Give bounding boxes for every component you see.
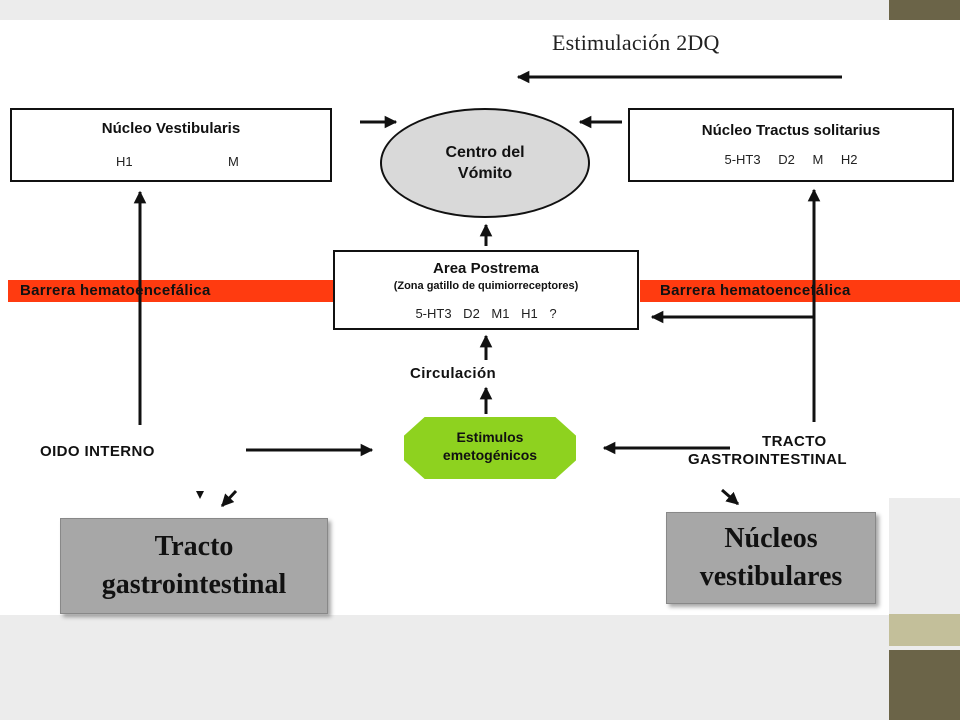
partial-arrow-left: [196, 491, 204, 499]
gi-tract-box-line1: Tracto: [154, 531, 234, 562]
gi-tract-box-line2: gastrointestinal: [101, 569, 287, 600]
solitary-nucleus-box: Núcleo Tractus solitarius 5-HT3 D2 M H2: [628, 108, 954, 182]
vestibular-receptor-m: M: [228, 154, 239, 169]
decor-bar-dark: [889, 650, 960, 720]
vestibular-nuclei-line2: vestibulares: [699, 561, 843, 592]
solitary-nucleus-title: Núcleo Tractus solitarius: [701, 122, 881, 139]
emetogenic-line1: Estimulos: [456, 429, 524, 445]
gi-tract-line2: GASTROINTESTINAL: [688, 451, 847, 468]
area-postrema-receptors: 5-HT3 D2 M1 H1 ?: [415, 306, 557, 321]
barrier-label-right: Barrera hematoencefálica: [660, 282, 851, 299]
barrier-band-left: [8, 280, 334, 302]
vestibular-nuclei-box: Núcleos vestibulares: [666, 512, 876, 604]
to-vestibular-box-arrow: [721, 488, 739, 506]
inner-ear-label: OIDO INTERNO: [40, 443, 155, 460]
vomiting-center-node: Centro del Vómito: [380, 108, 590, 218]
area-postrema-box: Area Postrema (Zona gatillo de quimiorre…: [333, 250, 639, 330]
emetogenic-line2: emetogénicos: [442, 447, 538, 463]
vestibular-receptor-h1: H1: [116, 154, 133, 169]
solitary-nucleus-receptors: 5-HT3 D2 M H2: [724, 152, 858, 167]
emetogenic-stimuli-label: Estimulos emetogénicos: [404, 428, 576, 464]
vestibular-nucleus-title: Núcleo Vestibularis: [101, 120, 241, 137]
gi-tract-line1: TRACTO: [762, 433, 827, 450]
decor-bar-top: [889, 0, 960, 20]
area-postrema-title: Area Postrema: [433, 260, 539, 277]
barrier-band-right: [640, 280, 960, 302]
barrier-label-left: Barrera hematoencefálica: [20, 282, 211, 299]
circulation-label: Circulación: [410, 365, 497, 382]
vomiting-center-line2: Vómito: [457, 165, 513, 182]
stimulation-label: Estimulación 2DQ: [552, 30, 720, 55]
to-gi-box-arrow: [220, 489, 238, 508]
decor-bar-light: [889, 614, 960, 646]
area-postrema-subtitle: (Zona gatillo de quimiorreceptores): [393, 280, 579, 292]
vomiting-center-line1: Centro del: [445, 144, 525, 161]
vestibular-nuclei-line1: Núcleos: [724, 523, 818, 554]
emetogenic-stimuli-node: [404, 417, 576, 479]
gi-tract-box: Tracto gastrointestinal: [60, 518, 328, 614]
vestibular-nucleus-box: Núcleo Vestibularis H1 M: [10, 108, 332, 182]
gi-tract-label: TRACTO GASTROINTESTINAL: [688, 433, 847, 469]
